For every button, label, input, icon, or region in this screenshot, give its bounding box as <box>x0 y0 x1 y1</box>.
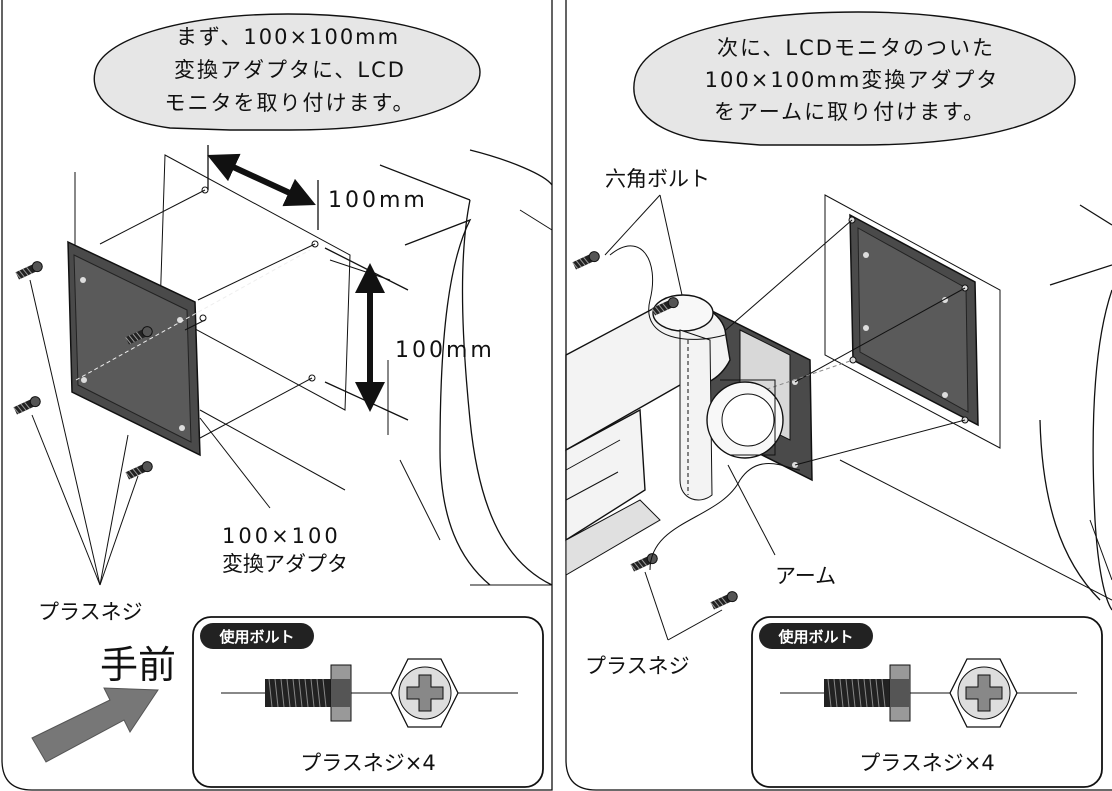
dim-vertical-label: 100mm <box>395 338 495 363</box>
arm-label: アーム <box>775 564 836 588</box>
dim-horizontal-label: 100mm <box>328 188 428 213</box>
left-dimension-vertical: 100mm <box>324 247 495 435</box>
left-bolt-badge: 使用ボルト <box>218 628 294 646</box>
left-callout-bubble <box>93 13 481 131</box>
left-callout: まず、100×100mm 変換アダプタに、LCD モニタを取り付けます。 <box>93 13 481 131</box>
right-callout: 次に、LCDモニタのついた 100×100mm変換アダプタ をアームに取り付けま… <box>633 11 1076 146</box>
right-callout-line-1: 次に、LCDモニタのついた <box>717 36 995 60</box>
right-bolt-caption: プラスネジ×4 <box>859 751 995 775</box>
left-monitor-back <box>199 149 553 586</box>
right-bolt-box: 使用ボルト プラスネジ×4 <box>751 616 1103 788</box>
left-adapter-plate <box>67 172 316 457</box>
left-bolt-thread-icon <box>265 679 331 707</box>
left-bolt-box: 使用ボルト プラスネジ×4 <box>192 616 544 788</box>
left-callout-line-1: まず、100×100mm <box>176 25 400 49</box>
left-dimension-horizontal: 100mm <box>207 145 428 230</box>
right-bolt-thread-icon <box>824 679 890 707</box>
adapter-label-line-1: 100×100 <box>222 524 341 548</box>
right-callout-line-3: をアームに取り付けます。 <box>714 100 986 124</box>
right-monitor-adapter <box>848 213 979 427</box>
left-panel-frame <box>1 0 553 791</box>
right-callout-line-2: 100×100mm変換アダプタ <box>705 68 1000 92</box>
left-callout-line-2: 変換アダプタに、LCD <box>174 58 406 82</box>
left-bolt-caption: プラスネジ×4 <box>300 751 436 775</box>
left-callout-line-3: モニタを取り付けます。 <box>165 91 416 115</box>
right-bolt-head-icon <box>949 658 1018 728</box>
left-mounting-plane <box>159 154 351 411</box>
left-bolt-head-icon <box>390 658 459 728</box>
right-screws-label: プラスネジ <box>585 654 690 678</box>
left-panel: まず、100×100mm 変換アダプタに、LCD モニタを取り付けます。 <box>1 0 553 791</box>
adapter-label-line-2: 変換アダプタ <box>222 552 348 576</box>
right-panel-frame <box>565 0 1112 791</box>
right-panel: 次に、LCDモニタのついた 100×100mm変換アダプタ をアームに取り付けま… <box>565 0 1112 791</box>
hex-bolt-label: 六角ボルト <box>605 167 710 191</box>
right-monitor-back <box>824 194 1112 611</box>
front-arrow <box>31 687 159 763</box>
right-leader-lines <box>604 194 801 641</box>
right-callout-bubble <box>633 11 1076 146</box>
left-screws-label: プラスネジ <box>38 600 143 624</box>
right-bolt-badge: 使用ボルト <box>777 628 853 646</box>
left-leader-lines <box>29 279 271 586</box>
front-label: 手前 <box>100 643 176 687</box>
